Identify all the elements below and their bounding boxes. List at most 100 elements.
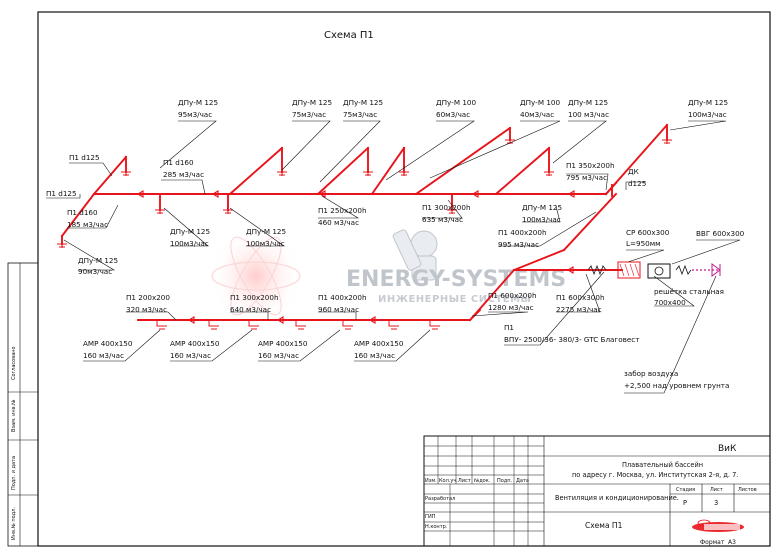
label-top-dpu-4-type: ДПу-М 100 bbox=[436, 98, 476, 107]
label-p1-d160-185-flow: 185 м3/час bbox=[67, 220, 108, 229]
label-dpu-90-flow: 90м3/час bbox=[78, 267, 112, 276]
label-grille-type: решётка стальная bbox=[654, 287, 724, 296]
branch-drops bbox=[61, 124, 668, 245]
label-p1-350x200-flow: 795 м3/час bbox=[566, 173, 607, 182]
label-amp-3-flow: 160 м3/час bbox=[258, 351, 299, 360]
label-unit-model: ВПУ- 2500/36- 380/3- GTC Благовест bbox=[504, 335, 639, 344]
label-top-dpu-5-type: ДПу-М 100 bbox=[520, 98, 560, 107]
stamp-sign-date: Подп. и дата bbox=[11, 456, 17, 490]
tb-col-doc: №док. bbox=[474, 478, 491, 484]
label-p1-600x200-flow: 1280 м3/час bbox=[488, 303, 534, 312]
label-top-dpu-1-flow: 95м3/час bbox=[178, 110, 212, 119]
label-amp-2-type: АМР 400x150 bbox=[170, 339, 220, 348]
label-p1-200x200-size: П1 200x200 bbox=[126, 293, 170, 302]
side-stamp: Согласовано Взам. инв.№ Подп. и дата Инв… bbox=[7, 262, 39, 547]
label-dpu-100-c-type: ДПу-М 125 bbox=[522, 203, 562, 212]
stamp-agreed: Согласовано bbox=[11, 346, 17, 380]
tb-sheet-no: 3 bbox=[714, 499, 718, 507]
label-p1-d125-left: П1 d125 bbox=[46, 189, 77, 198]
label-p1-300x200-top-flow: 635 м3/час bbox=[422, 215, 463, 224]
label-p1-350x200-size: П1 350x200h bbox=[566, 161, 615, 170]
label-amp-4-flow: 160 м3/час bbox=[354, 351, 395, 360]
upper-duct-network bbox=[60, 123, 669, 238]
label-dk-type: ДК bbox=[628, 167, 639, 176]
label-p1-300x200-top-size: П1 300x200h bbox=[422, 203, 471, 212]
tb-project-line1: Плавательный бассейн bbox=[622, 461, 703, 469]
silencer-body bbox=[617, 261, 641, 279]
label-p1-600x300-size: П1 600x300h bbox=[556, 293, 605, 302]
tb-role-developer: Разработал bbox=[425, 496, 455, 502]
label-top-dpu-7-flow: 100м3/час bbox=[688, 110, 727, 119]
label-p1-d160-185-size: П1 d160 bbox=[67, 208, 98, 217]
label-dpu-100-a-flow: 100м3/час bbox=[170, 239, 209, 248]
tb-sheet-name: Схема П1 bbox=[585, 521, 623, 530]
label-top-dpu-7-type: ДПу-М 125 bbox=[688, 98, 728, 107]
label-p1-d160-285-flow: 285 м3/час bbox=[163, 170, 204, 179]
label-p1-d125: П1 d125 bbox=[69, 153, 100, 162]
label-p1-250x200-flow: 460 м3/час bbox=[318, 218, 359, 227]
tb-stage-header: Стадия bbox=[676, 487, 695, 493]
supply-unit-assembly bbox=[587, 261, 721, 279]
label-amp-2-flow: 160 м3/час bbox=[170, 351, 211, 360]
title-block: Изм. Кол.уч. Лист №док. Подп. Дата Разра… bbox=[423, 435, 771, 547]
leader-lines bbox=[46, 120, 741, 394]
stamp-replace: Взам. инв.№ bbox=[11, 399, 17, 432]
label-intake-title: забор воздуха bbox=[624, 369, 678, 378]
label-p1-300x200-bottom-size: П1 300x200h bbox=[230, 293, 279, 302]
label-p1-400x200-995-size: П1 400x200h bbox=[498, 228, 547, 237]
company-logo bbox=[692, 519, 744, 532]
label-p1-400x200-960-flow: 960 м3/час bbox=[318, 305, 359, 314]
diffusers-lower bbox=[156, 320, 440, 330]
intake-damper-icon bbox=[711, 263, 721, 277]
label-grille-size: 700x400 bbox=[654, 298, 686, 307]
tb-sheets-header: Листов bbox=[738, 487, 757, 493]
label-top-dpu-5-flow: 40м3/час bbox=[520, 110, 554, 119]
label-vvg: ВВГ 600x300 bbox=[696, 229, 745, 238]
flow-arrows bbox=[136, 190, 575, 324]
watermark-brand: ENERGY-SYSTEMS bbox=[346, 267, 566, 292]
label-amp-1-type: АМР 400x150 bbox=[83, 339, 133, 348]
label-p1-600x200-size: П1 600x200h bbox=[488, 291, 537, 300]
label-amp-1-flow: 160 м3/час bbox=[83, 351, 124, 360]
label-top-dpu-6-flow: 100 м3/час bbox=[568, 110, 609, 119]
label-top-dpu-6-type: ДПу-М 125 bbox=[568, 98, 608, 107]
tb-col-izm: Изм. bbox=[425, 478, 437, 484]
tb-format-value: А3 bbox=[728, 539, 736, 546]
label-p1-400x200-995-flow: 995 м3/час bbox=[498, 240, 539, 249]
tb-role-norm: Н.контр. bbox=[425, 524, 448, 530]
label-dpu-90-type: ДПу-М 125 bbox=[78, 256, 118, 265]
label-p1-300x200-bottom-flow: 640 м3/час bbox=[230, 305, 271, 314]
tb-stage: Р bbox=[683, 499, 687, 507]
label-sr-length: L=950мм bbox=[626, 239, 661, 248]
label-p1-250x200-size: П1 250x200h bbox=[318, 206, 367, 215]
tb-code: ВиК bbox=[718, 444, 737, 454]
label-top-dpu-3-flow: 75м3/час bbox=[343, 110, 377, 119]
label-top-dpu-1-type: ДПу-М 125 bbox=[178, 98, 218, 107]
label-p1-200x200-flow: 320 м3/час bbox=[126, 305, 167, 314]
engineer-mascot-icon bbox=[392, 229, 438, 281]
flex-connector-icon bbox=[587, 264, 607, 276]
label-top-dpu-2-flow: 75м3/час bbox=[292, 110, 326, 119]
label-top-dpu-4-flow: 60м3/час bbox=[436, 110, 470, 119]
tb-col-date: Дата bbox=[516, 478, 529, 484]
watermark-tagline: ИНЖЕНЕРНЫЕ СИСТЕМЫ bbox=[378, 294, 531, 305]
label-p1-d160-285-size: П1 d160 bbox=[163, 158, 194, 167]
label-dk-size: d125 bbox=[628, 179, 646, 188]
tb-col-sign: Подп. bbox=[497, 478, 513, 484]
label-dpu-100-a-type: ДПу-М 125 bbox=[170, 227, 210, 236]
tb-project-line2: по адресу г. Москва, ул. Институтская 2-… bbox=[572, 471, 738, 479]
label-dpu-100-b-type: ДПу-М 125 bbox=[246, 227, 286, 236]
stamp-inv: Инв.№ подл. bbox=[11, 507, 17, 540]
label-top-dpu-2-type: ДПу-М 125 bbox=[292, 98, 332, 107]
label-amp-3-type: АМР 400x150 bbox=[258, 339, 308, 348]
fan-icon bbox=[654, 266, 664, 276]
silencer-hatch bbox=[619, 263, 640, 277]
label-amp-4-type: АМР 400x150 bbox=[354, 339, 404, 348]
tb-col-list: Лист bbox=[458, 478, 471, 484]
label-p1-400x200-960-size: П1 400x200h bbox=[318, 293, 367, 302]
label-top-dpu-3-type: ДПу-М 125 bbox=[343, 98, 383, 107]
label-sr-type: СР 600x300 bbox=[626, 228, 670, 237]
tb-sheet-header: Лист bbox=[710, 487, 723, 493]
duct-labels: ДПу-М 125 95м3/час ДПу-М 125 75м3/час ДП… bbox=[46, 98, 745, 390]
